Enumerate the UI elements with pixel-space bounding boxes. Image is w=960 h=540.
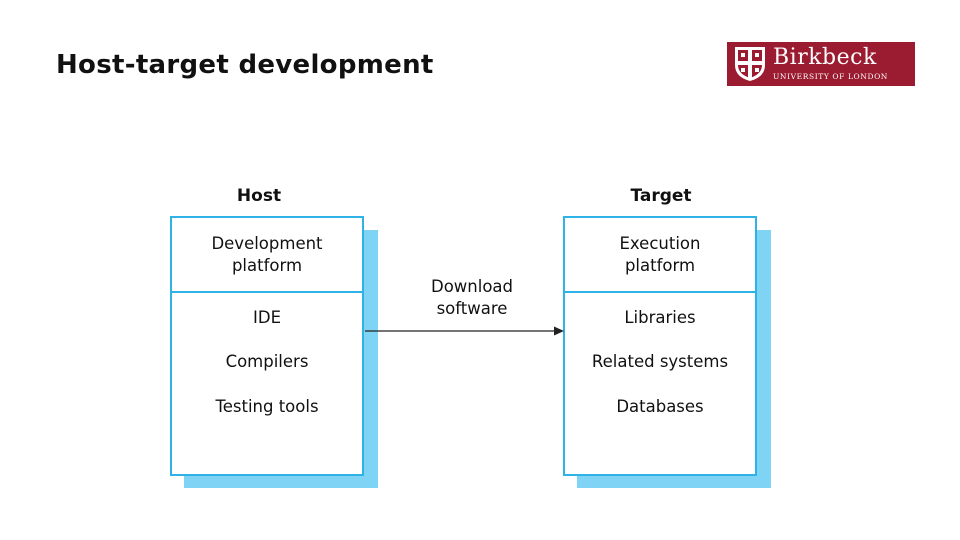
download-software-label: Download software	[412, 276, 532, 320]
host-title: Host	[236, 186, 282, 206]
download-label-line1: Download	[430, 277, 514, 296]
download-label-line2: software	[436, 299, 508, 318]
target-item-libraries: Libraries	[624, 308, 696, 327]
target-box-frame: Execution platform Libraries Related sys…	[563, 216, 757, 476]
host-box-frame: Development platform IDE Compilers Testi…	[170, 216, 364, 476]
target-item-databases: Databases	[616, 397, 704, 416]
host-item-ide: IDE	[253, 308, 281, 327]
birkbeck-logo: Birkbeck UNIVERSITY OF LONDON	[727, 42, 915, 86]
host-header: Development platform	[172, 218, 362, 293]
host-item-testing-tools: Testing tools	[215, 397, 319, 416]
crest-icon	[735, 47, 765, 81]
target-item-related-systems: Related systems	[591, 352, 729, 371]
target-header: Execution platform	[565, 218, 755, 293]
host-box: Development platform IDE Compilers Testi…	[170, 216, 378, 488]
host-header-line2: platform	[231, 255, 303, 275]
target-header-line2: platform	[624, 255, 696, 275]
logo-wordmark: Birkbeck UNIVERSITY OF LONDON	[773, 45, 888, 82]
target-title: Target	[630, 186, 692, 206]
target-header-line1: Execution	[619, 233, 701, 253]
logo-name: Birkbeck	[773, 45, 877, 70]
target-box: Execution platform Libraries Related sys…	[563, 216, 771, 488]
host-item-compilers: Compilers	[225, 352, 309, 371]
arrow-head-icon	[554, 326, 564, 336]
slide-title: Host-target development	[56, 50, 434, 80]
host-header-line1: Development	[211, 233, 323, 253]
logo-subtitle: UNIVERSITY OF LONDON	[773, 72, 888, 81]
